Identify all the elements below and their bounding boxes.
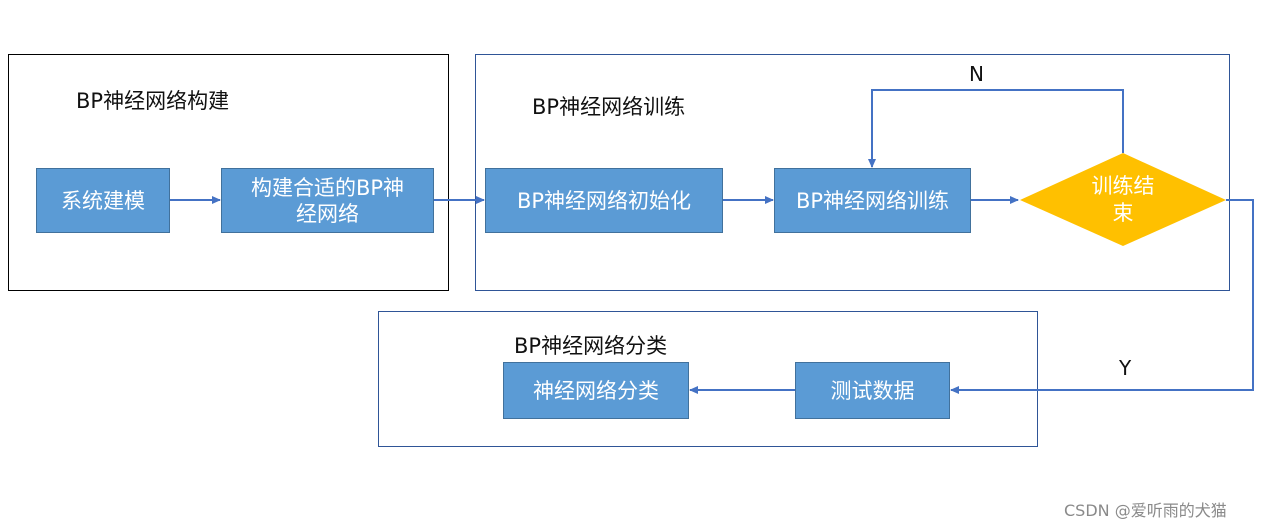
classify-network-label: 神经网络分类 xyxy=(533,378,659,403)
no-branch-label: N xyxy=(969,62,984,86)
build-network-label-line1: 构建合适的BP神 xyxy=(250,175,405,200)
decision-label-line2: 束 xyxy=(1112,201,1134,225)
edge-decision-yes xyxy=(950,199,1254,394)
build-group-frame xyxy=(8,54,449,291)
decision-label-line1: 训练结 xyxy=(1091,174,1155,198)
classify-group-frame xyxy=(378,311,1038,447)
train-group-frame xyxy=(475,54,1230,291)
build-network-box: 构建合适的BP神 经网络 xyxy=(221,168,434,233)
train-group-title: BP神经网络训练 xyxy=(532,95,686,119)
build-group-title: BP神经网络构建 xyxy=(76,89,230,113)
test-data-box: 测试数据 xyxy=(795,362,950,419)
init-network-label: BP神经网络初始化 xyxy=(516,188,692,213)
watermark-text: CSDN @爱听雨的犬猫 xyxy=(1064,501,1227,520)
test-data-label: 测试数据 xyxy=(830,378,915,403)
system-modeling-box: 系统建模 xyxy=(36,168,170,233)
edge-decision-no-loop xyxy=(868,89,1124,168)
train-network-box: BP神经网络训练 xyxy=(774,168,971,233)
train-network-label: BP神经网络训练 xyxy=(795,188,950,213)
classify-network-box: 神经网络分类 xyxy=(503,362,689,419)
classify-group-title: BP神经网络分类 xyxy=(514,334,668,358)
decision-diamond xyxy=(1020,153,1226,246)
yes-branch-label: Y xyxy=(1119,356,1132,380)
decision-label: 训练结 束 xyxy=(1063,170,1183,230)
system-modeling-label: 系统建模 xyxy=(61,188,145,213)
init-network-box: BP神经网络初始化 xyxy=(485,168,723,233)
build-network-label-line2: 经网络 xyxy=(296,201,359,226)
